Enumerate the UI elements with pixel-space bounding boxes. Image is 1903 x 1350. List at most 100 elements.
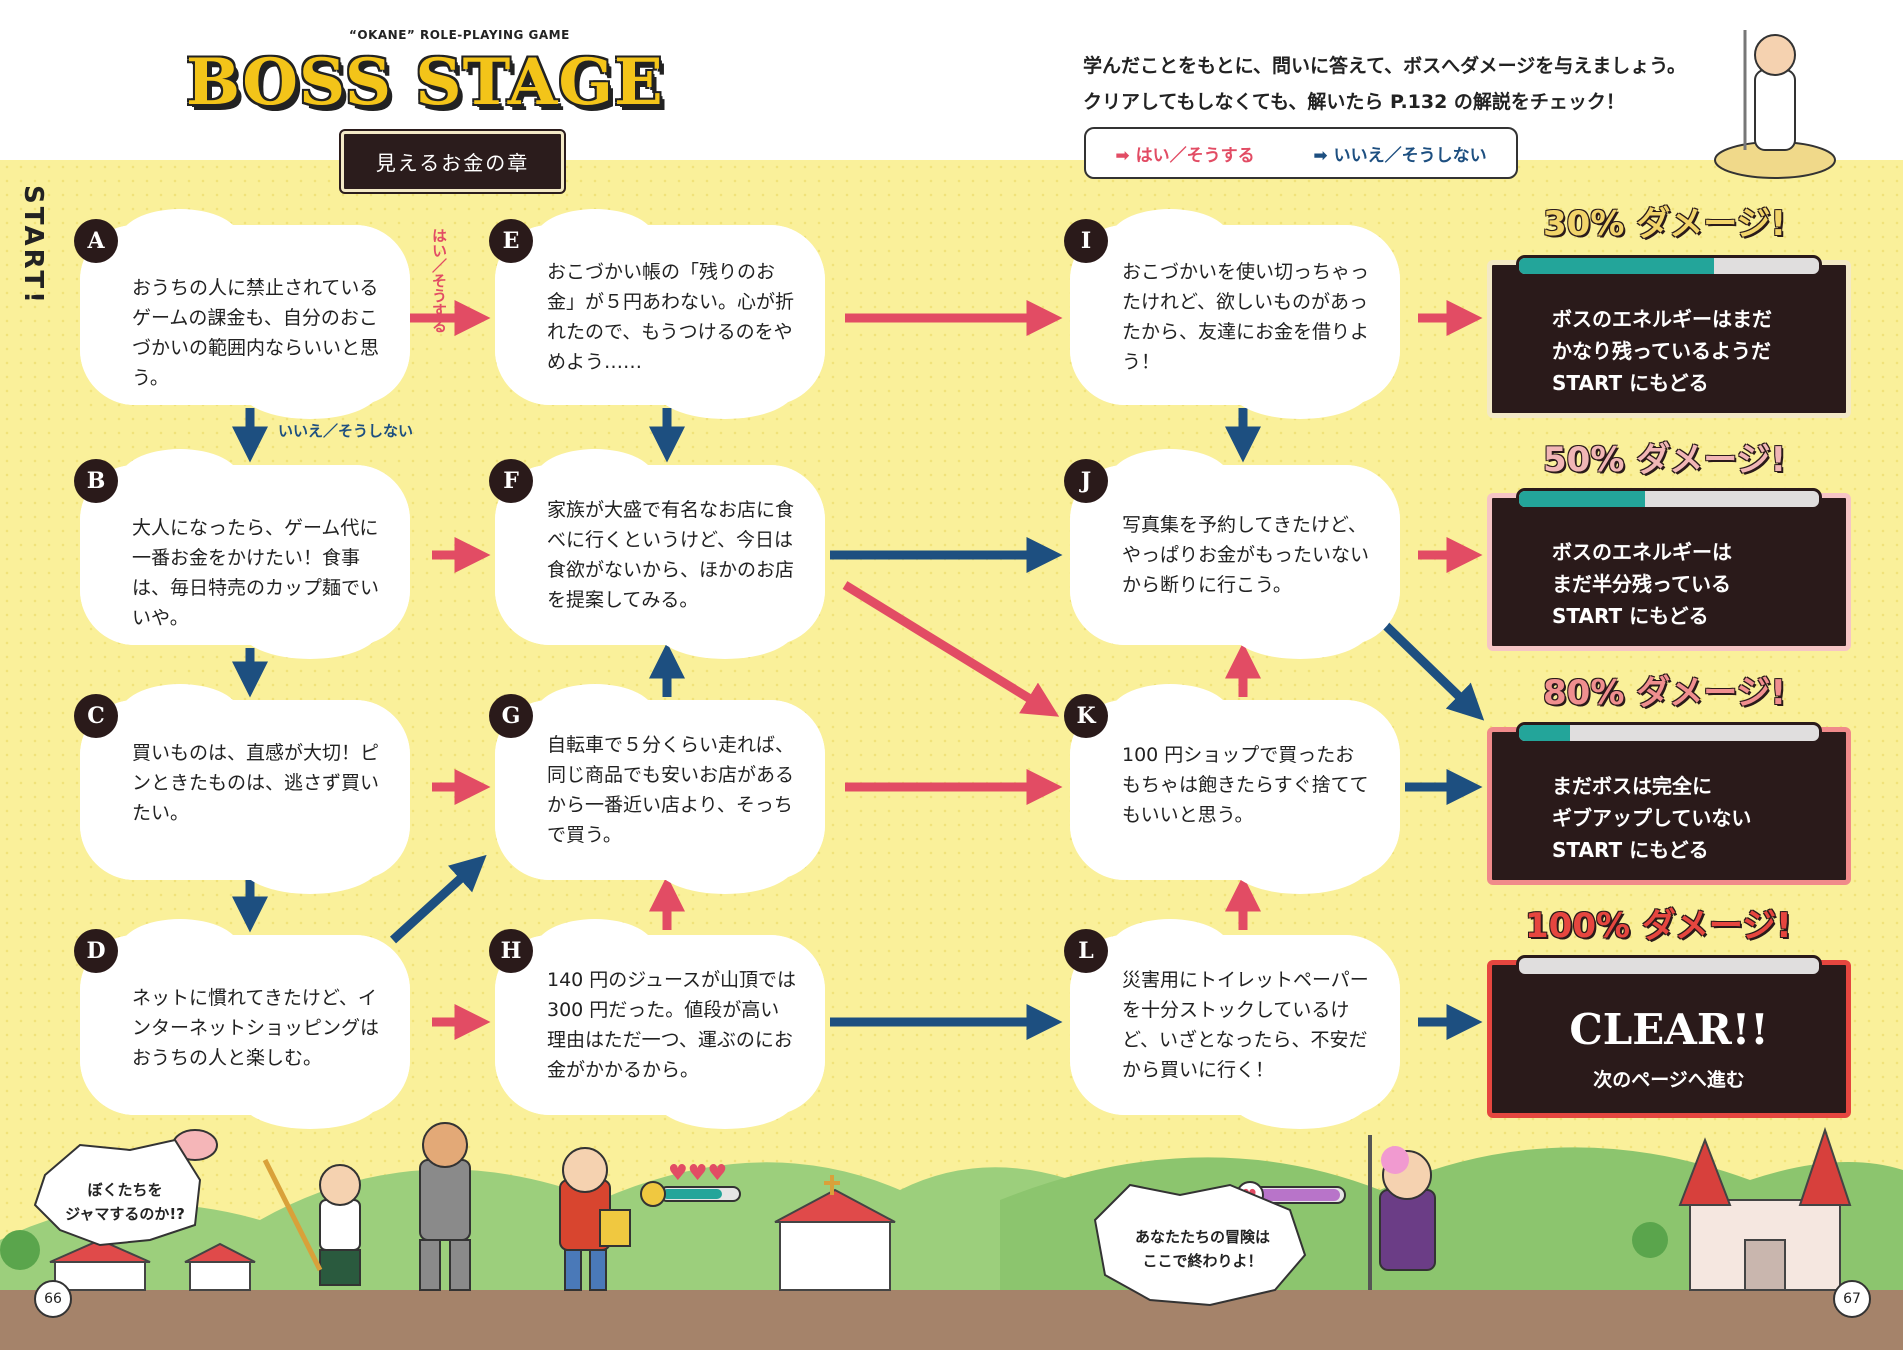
boss-energy-bar [1516, 955, 1822, 977]
boss-character-icon [1368, 1135, 1436, 1290]
damage-title-100: 100% ダメージ! [1525, 906, 1792, 946]
fighter-character-icon [419, 1122, 471, 1291]
clear-text: CLEAR!! [1569, 1005, 1769, 1054]
next-page-text: 次のページへ進む [1593, 1069, 1745, 1091]
speech-line: ジャマするのか!? [65, 1205, 185, 1223]
page-number-right: 67 [1833, 1280, 1871, 1318]
result-line: ボスのエネルギーは [1552, 540, 1732, 564]
node-letter: I [1064, 219, 1108, 263]
result-line: START にもどる [1552, 604, 1709, 628]
node-letter: F [489, 459, 533, 503]
result-line: まだ半分残っている [1552, 572, 1731, 596]
start-label: START! [18, 185, 48, 307]
question-node-a: A おうちの人に禁止されているゲームの課金も、自分のおこづかいの範囲内ならいいと… [74, 209, 410, 419]
church-icon [774, 1175, 896, 1291]
yes-label: はい／そうする [430, 228, 448, 333]
question-node-f: F 家族が大盛で有名なお店に食べに行くというけど、今日は食欲がないから、ほかのお… [489, 449, 825, 659]
node-letter: K [1064, 694, 1108, 738]
arrow-f-k [842, 581, 1060, 717]
speech-text-right: あなたたちの冒険は ここで終わりよ！ [1110, 1225, 1295, 1273]
damage-title-30: 30% ダメージ! [1543, 204, 1787, 244]
node-text: 写真集を予約してきたけど、やっぱりお金がもったいないから断りに行こう。 [1122, 514, 1370, 596]
no-label: いいえ／そうしない [278, 422, 414, 440]
node-letter: E [489, 219, 533, 263]
damage-title-50: 50% ダメージ! [1543, 440, 1787, 480]
speech-text-left: ぼくたちを ジャマするのか!? [60, 1178, 190, 1226]
heart-icon: ♥♥♥ [668, 1161, 727, 1186]
result-line: ボスのエネルギーはまだ [1552, 307, 1772, 331]
ground [0, 1290, 1903, 1350]
node-text: 大人になったら、ゲーム代に一番お金をかけたい！食事は、毎日特売のカップ麺でいいや… [132, 517, 380, 629]
energy-fill [1519, 491, 1645, 507]
chapter-badge: 見えるお金の章 [339, 129, 566, 194]
castle-icon [1678, 1126, 1852, 1291]
node-letter: H [489, 929, 533, 973]
question-node-d: D ネットに慣れてきたけど、インターネットショッピングはおうちの人と楽しむ。 [74, 919, 410, 1129]
node-letter: D [74, 929, 118, 973]
legend-no: ➡ いいえ／そうしない [1313, 145, 1487, 166]
question-node-i: I おこづかいを使い切っちゃったけれど、欲しいものがあったから、友達にお金を借り… [1064, 209, 1400, 419]
result-box-100: CLEAR!! 次のページへ進む [1487, 955, 1851, 1118]
result-box-50: ボスのエネルギーは まだ半分残っている START にもどる [1487, 488, 1851, 651]
result-box-30: ボスのエネルギーはまだ かなり残っているようだ START にもどる [1487, 255, 1851, 418]
arrow-d-g [389, 854, 487, 944]
result-line: START にもどる [1552, 371, 1709, 395]
speech-line: あなたたちの冒険は [1134, 1228, 1270, 1246]
boss-energy-bar [1516, 255, 1822, 277]
energy-fill [1519, 725, 1570, 741]
speech-bubble-left [33, 1138, 202, 1247]
result-line: START にもどる [1552, 838, 1709, 862]
boss-energy-bar [1516, 488, 1822, 510]
hero-hp-bar [640, 1181, 741, 1207]
mage-character-icon [262, 1158, 361, 1286]
arrow-j-80 [1376, 616, 1485, 721]
node-text: 家族が大盛で有名なお店に食べに行くというけど、今日は食欲がないから、ほかのお店を… [547, 499, 795, 611]
arrow-legend: ➡ はい／そうする ➡ いいえ／そうしない [1084, 127, 1518, 179]
question-node-j: J 写真集を予約してきたけど、やっぱりお金がもったいないから断りに行こう。 [1064, 449, 1400, 659]
question-node-l: L 災害用にトイレットペーパーを十分ストックしているけど、いざとなったら、不安だ… [1064, 919, 1400, 1129]
node-letter: J [1064, 459, 1108, 503]
boss-energy-bar [1516, 722, 1822, 744]
energy-fill [1519, 258, 1714, 274]
result-box-80: まだボスは完全に ギブアップしていない START にもどる [1487, 722, 1851, 885]
instruction-line-1: 学んだことをもとに、問いに答えて、ボスへダメージを与えましょう。 [1083, 55, 1687, 77]
instruction-line-2: クリアしてもしなくても、解いたら P.132 の解説をチェック！ [1083, 91, 1625, 113]
question-node-h: H 140 円のジュースが山頂では 300 円だった。値段が高い理由はただ一つ、… [489, 919, 825, 1129]
svg-text:♥♥♥: ♥♥♥ [668, 1161, 727, 1186]
tree-icon [1632, 1222, 1668, 1258]
question-node-b: B 大人になったら、ゲーム代に一番お金をかけたい！食事は、毎日特売のカップ麺でい… [74, 449, 410, 659]
speech-line: ぼくたちを [87, 1181, 163, 1199]
node-text: 災害用にトイレットペーパーを十分ストックしているけど、いざとなったら、不安だから… [1122, 969, 1369, 1081]
speech-line: ここで終わりよ！ [1142, 1252, 1263, 1270]
question-node-g: G 自転車で５分くらい走れば、同じ商品でも安いお店があるから一番近い店より、そっ… [489, 684, 825, 894]
damage-title-80: 80% ダメージ! [1543, 673, 1787, 713]
node-text: 140 円のジュースが山頂では 300 円だった。値段が高い理由はただ一つ、運ぶ… [547, 969, 797, 1081]
result-line: まだボスは完全に [1552, 774, 1712, 798]
node-letter: A [74, 219, 118, 263]
node-letter: L [1064, 929, 1108, 973]
question-node-k: K 100 円ショップで買ったおもちゃは飽きたらすぐ捨ててもいいと思う。 [1064, 684, 1400, 894]
node-letter: C [74, 694, 118, 738]
hero-character-icon [559, 1147, 631, 1291]
node-text: おうちの人に禁止されているゲームの課金も、自分のおこづかいの範囲内ならいいと思う… [132, 277, 380, 389]
speech-bubble-right [1093, 1183, 1307, 1307]
legend-yes: ➡ はい／そうする [1115, 145, 1255, 166]
flow-arrows [232, 300, 1485, 1040]
result-text: まだボスは完全に ギブアップしていない START にもどる [1552, 770, 1751, 866]
house-icon [49, 1238, 256, 1291]
instructions: 学んだことをもとに、問いに答えて、ボスへダメージを与えましょう。 クリアしてもし… [1083, 48, 1686, 120]
question-node-e: E おこづかい帳の「残りのお金」が５円あわない。心が折れたので、もうつけるのをや… [489, 209, 825, 419]
page-title: BOSS STAGE [186, 45, 664, 120]
node-text: 買いものは、直感が大切！ピンときたものは、逃さず買いたい。 [132, 742, 380, 824]
result-text: ボスのエネルギーはまだ かなり残っているようだ START にもどる [1552, 303, 1772, 399]
page-number-left: 66 [34, 1280, 72, 1318]
question-node-c: C 買いものは、直感が大切！ピンときたものは、逃さず買いたい。 [74, 684, 410, 894]
result-text: ボスのエネルギーは まだ半分残っている START にもどる [1552, 536, 1732, 632]
result-line: ギブアップしていない [1552, 806, 1752, 830]
node-letter: B [74, 459, 118, 503]
node-letter: G [489, 694, 533, 738]
node-text: おこづかいを使い切っちゃったけれど、欲しいものがあったから、友達にお金を借りよう… [1122, 261, 1370, 373]
node-text: ネットに慣れてきたけど、インターネットショッピングはおうちの人と楽しむ。 [132, 987, 380, 1069]
